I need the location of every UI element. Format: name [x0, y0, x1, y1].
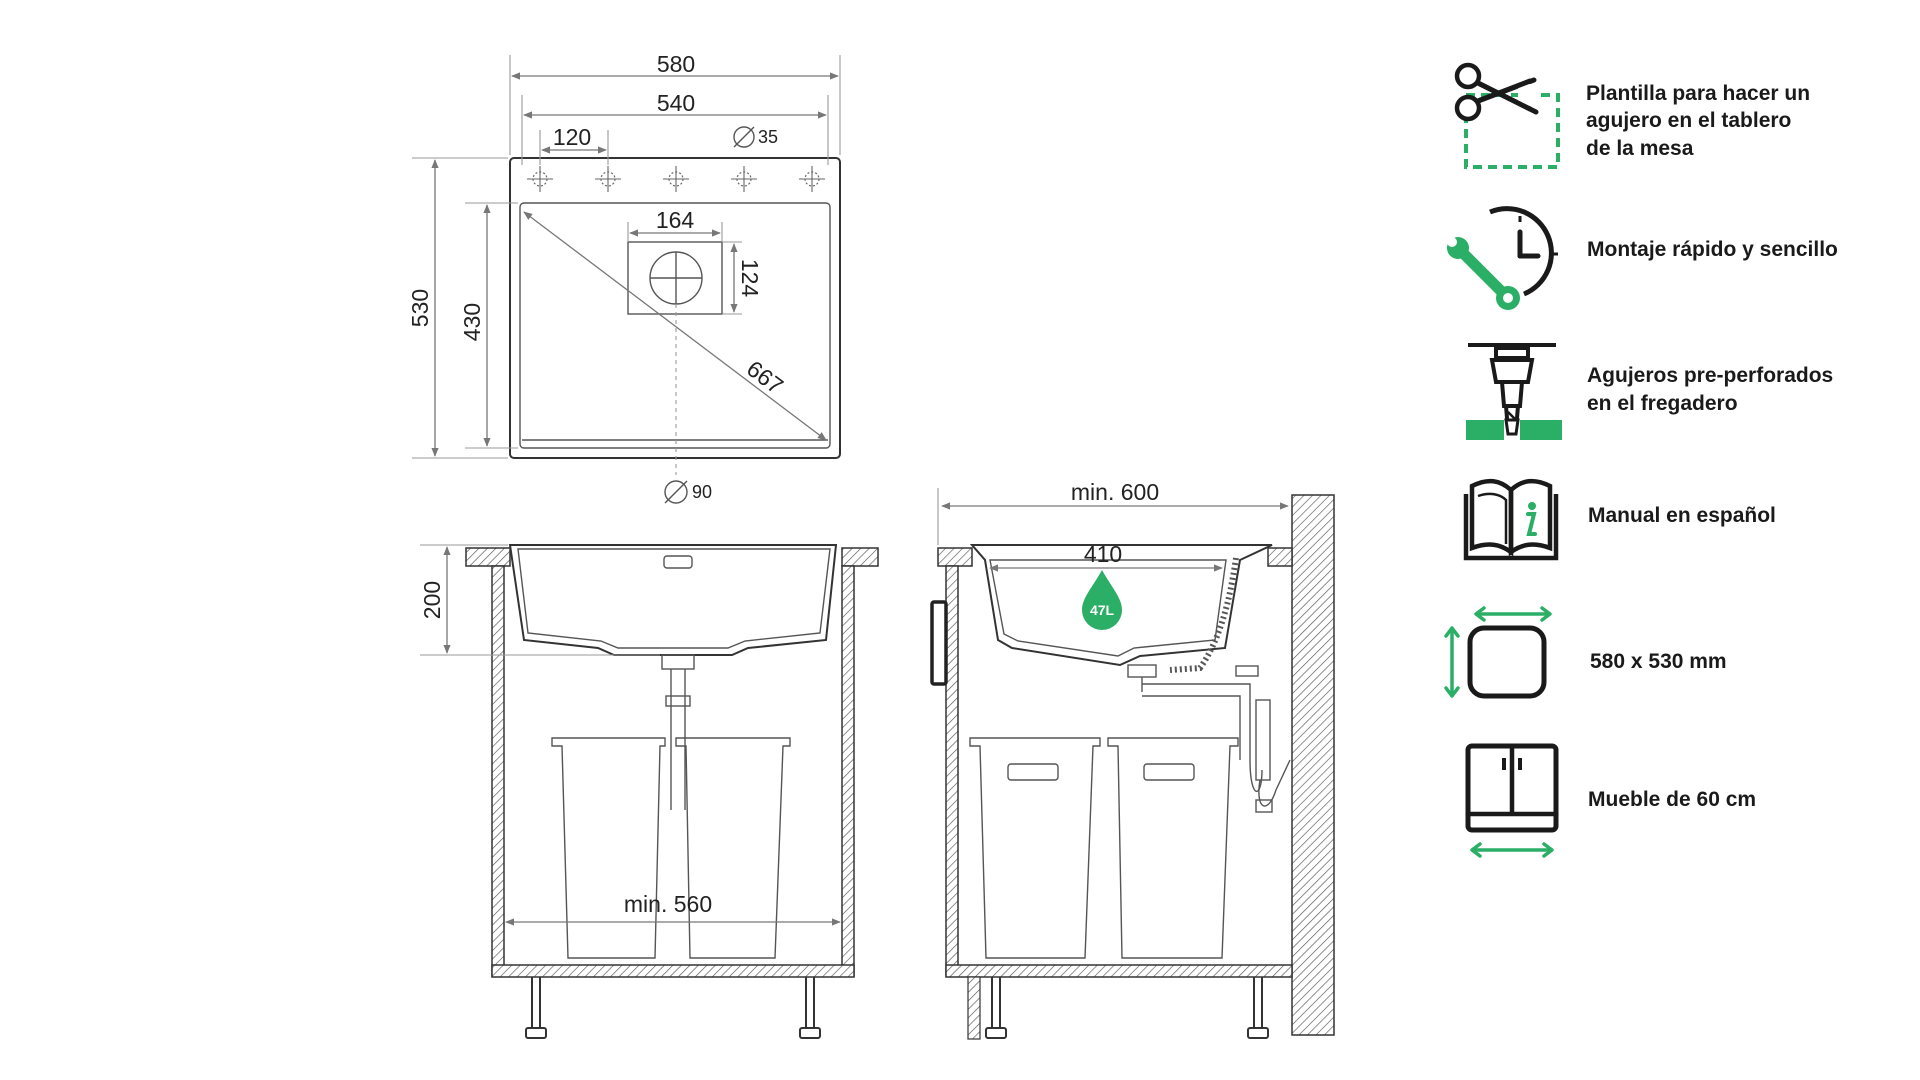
wall — [1291, 494, 1335, 1036]
front-section: 200 min. 560 — [419, 544, 879, 1039]
clock-wrench-icon — [1447, 206, 1558, 310]
drill-icon — [1466, 343, 1562, 440]
sink-section-front — [508, 544, 838, 656]
height-outer-label: 530 — [407, 289, 433, 327]
cabinet-handle — [930, 600, 948, 686]
tap-holes — [526, 165, 826, 193]
hole-spacing-label: 120 — [553, 124, 591, 150]
depth-label: 200 — [419, 581, 445, 619]
feature-6-text: Mueble de 60 cm — [1588, 788, 1756, 811]
feature-1-text: Plantilla para hacer un agujero en el ta… — [1586, 82, 1816, 160]
cabinet-inner-width-label: min. 560 — [624, 891, 712, 917]
cabinet-width-label: min. 600 — [1071, 479, 1159, 505]
drain-box-width-label: 164 — [656, 207, 695, 233]
bowl-outline-top — [519, 202, 831, 449]
diagonal-label: 667 — [742, 355, 788, 399]
width-outer-label: 580 — [657, 51, 695, 77]
width-inner-label: 540 — [657, 90, 695, 116]
waste-bins-side — [969, 737, 1239, 959]
overflow-slot — [663, 555, 693, 569]
diameter-symbol — [733, 126, 755, 148]
feature-4-text: Manual en español — [1588, 504, 1776, 527]
top-view: 667 580 540 120 35 164 124 530 — [407, 51, 841, 504]
drain-diameter-symbol — [664, 480, 688, 504]
height-inner-label: 430 — [459, 303, 485, 341]
drain-box-height-label: 124 — [737, 259, 763, 298]
tap-hole-diameter-label: 35 — [758, 127, 778, 147]
feature-3-text: Agujeros pre-perforados en el fregadero — [1587, 364, 1839, 415]
side-section: min. 600 410 47L — [930, 479, 1335, 1040]
feature-2-text: Montaje rápido y sencillo — [1587, 238, 1838, 261]
scissors-template-icon — [1454, 62, 1560, 169]
sink-outline-top — [509, 157, 841, 459]
cabinet-icon — [1465, 743, 1559, 858]
manual-book-icon — [1463, 478, 1559, 561]
waste-bins-front — [551, 737, 791, 959]
water-drop-icon: 47L — [1082, 570, 1122, 630]
drain-diameter-label: 90 — [692, 482, 712, 502]
size-rectangle-icon — [1444, 606, 1552, 699]
bowl-width-label: 410 — [1084, 541, 1122, 567]
feature-list: Plantilla para hacer un agujero en el ta… — [1444, 62, 1839, 858]
feature-5-text: 580 x 530 mm — [1590, 650, 1727, 673]
sink-section-side — [969, 544, 1273, 667]
capacity-label: 47L — [1090, 602, 1115, 618]
